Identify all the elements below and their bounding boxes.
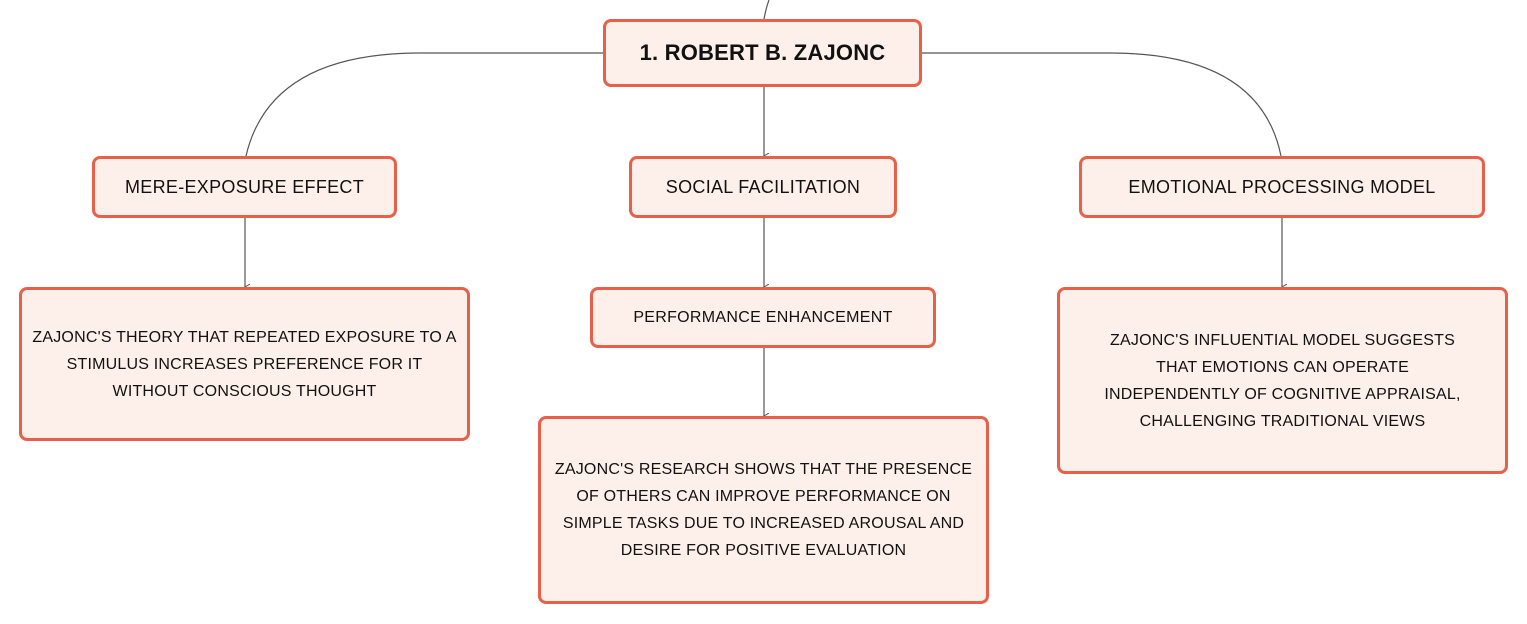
topic-node-mere-exposure[interactable]: MERE-EXPOSURE EFFECT xyxy=(92,156,397,218)
topic-label: MERE-EXPOSURE EFFECT xyxy=(124,176,365,197)
topic-label: EMOTIONAL PROCESSING MODEL xyxy=(1128,176,1436,197)
subtopic-node-performance-enhancement[interactable]: PERFORMANCE ENHANCEMENT xyxy=(590,287,936,348)
topic-node-social-facilitation[interactable]: SOCIAL FACILITATION xyxy=(629,156,897,218)
root-node[interactable]: 1. ROBERT B. ZAJONC xyxy=(603,19,922,87)
description-node-emotional-processing[interactable]: ZAJONC'S INFLUENTIAL MODEL SUGGESTS THAT… xyxy=(1057,287,1508,474)
topic-node-emotional-processing[interactable]: EMOTIONAL PROCESSING MODEL xyxy=(1079,156,1485,218)
connector-root-to-emotional-processing xyxy=(922,52,1282,157)
subtopic-label: PERFORMANCE ENHANCEMENT xyxy=(633,308,893,326)
description-text: ZAJONC'S THEORY THAT REPEATED EXPOSURE T… xyxy=(32,328,457,400)
topic-label: SOCIAL FACILITATION xyxy=(665,176,861,197)
parent-connector xyxy=(763,0,770,20)
description-text: ZAJONC'S RESEARCH SHOWS THAT THE PRESENC… xyxy=(554,461,973,559)
root-node-label: 1. ROBERT B. ZAJONC xyxy=(639,40,886,65)
connector-root-to-mere-exposure xyxy=(245,52,603,157)
description-node-performance-enhancement[interactable]: ZAJONC'S RESEARCH SHOWS THAT THE PRESENC… xyxy=(538,416,989,604)
description-node-mere-exposure[interactable]: ZAJONC'S THEORY THAT REPEATED EXPOSURE T… xyxy=(19,287,470,441)
description-text: ZAJONC'S INFLUENTIAL MODEL SUGGESTS THAT… xyxy=(1104,331,1461,430)
